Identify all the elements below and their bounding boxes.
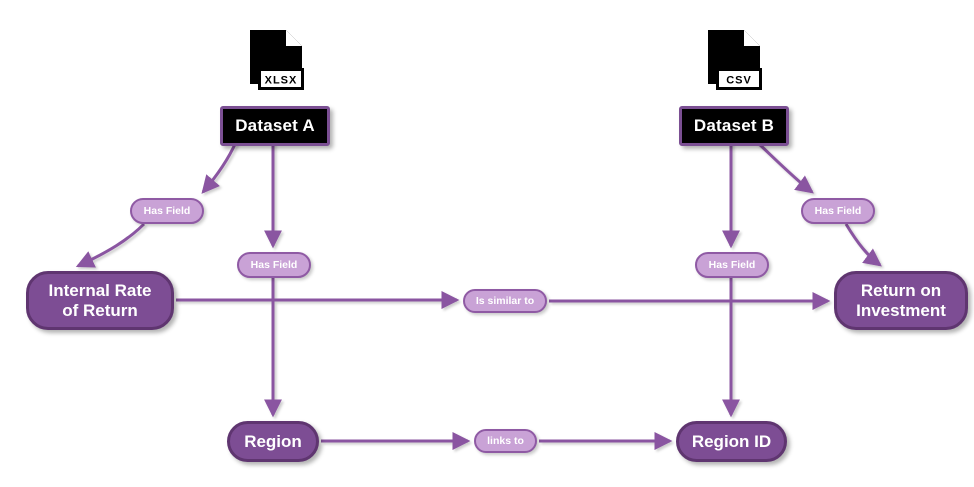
node-internal-rate-of-return-label: Internal Rate of Return — [48, 281, 152, 320]
xlsx-file-icon: XLSX — [250, 30, 304, 90]
node-return-on-investment[interactable]: Return on Investment — [834, 271, 968, 330]
node-region[interactable]: Region — [227, 421, 319, 462]
edge-dataset-a-has-field-irr-seg1 — [201, 141, 238, 194]
edge-label-has-field-a-region[interactable]: Has Field — [237, 252, 311, 278]
csv-file-icon-label: CSV — [726, 75, 752, 87]
edge-label-has-field-a-region-text: Has Field — [250, 259, 298, 271]
node-region-id-label: Region ID — [691, 431, 772, 451]
edge-label-is-similar-to-text: Is similar to — [475, 295, 535, 307]
node-dataset-a-label: Dataset A — [235, 116, 315, 135]
edge-label-has-field-b-roi[interactable]: Has Field — [801, 198, 875, 224]
edge-dataset-b-has-field-roi-seg2 — [844, 223, 882, 267]
csv-file-icon: CSV — [708, 30, 762, 90]
edge-label-has-field-b-region-id[interactable]: Has Field — [695, 252, 769, 278]
edge-dataset-b-has-field-roi-seg1 — [755, 140, 814, 194]
edge-label-is-similar-to[interactable]: Is similar to — [463, 289, 547, 313]
node-region-id[interactable]: Region ID — [676, 421, 787, 462]
edge-label-has-field-b-region-id-text: Has Field — [708, 259, 756, 271]
edge-label-has-field-a-irr[interactable]: Has Field — [130, 198, 204, 224]
edge-label-has-field-a-irr-text: Has Field — [143, 205, 191, 217]
node-return-on-investment-label: Return on Investment — [856, 281, 946, 320]
edge-label-links-to[interactable]: links to — [474, 429, 537, 453]
edge-label-links-to-text: links to — [487, 435, 524, 447]
node-region-label: Region — [244, 431, 302, 451]
node-dataset-b-label: Dataset B — [693, 116, 775, 135]
node-dataset-b[interactable]: Dataset B — [679, 106, 789, 146]
node-internal-rate-of-return[interactable]: Internal Rate of Return — [26, 271, 174, 330]
xlsx-file-icon-label: XLSX — [265, 75, 298, 87]
node-dataset-a[interactable]: Dataset A — [220, 106, 330, 146]
edge-dataset-a-has-field-irr-seg2 — [75, 222, 146, 268]
edge-label-has-field-b-roi-text: Has Field — [814, 205, 862, 217]
